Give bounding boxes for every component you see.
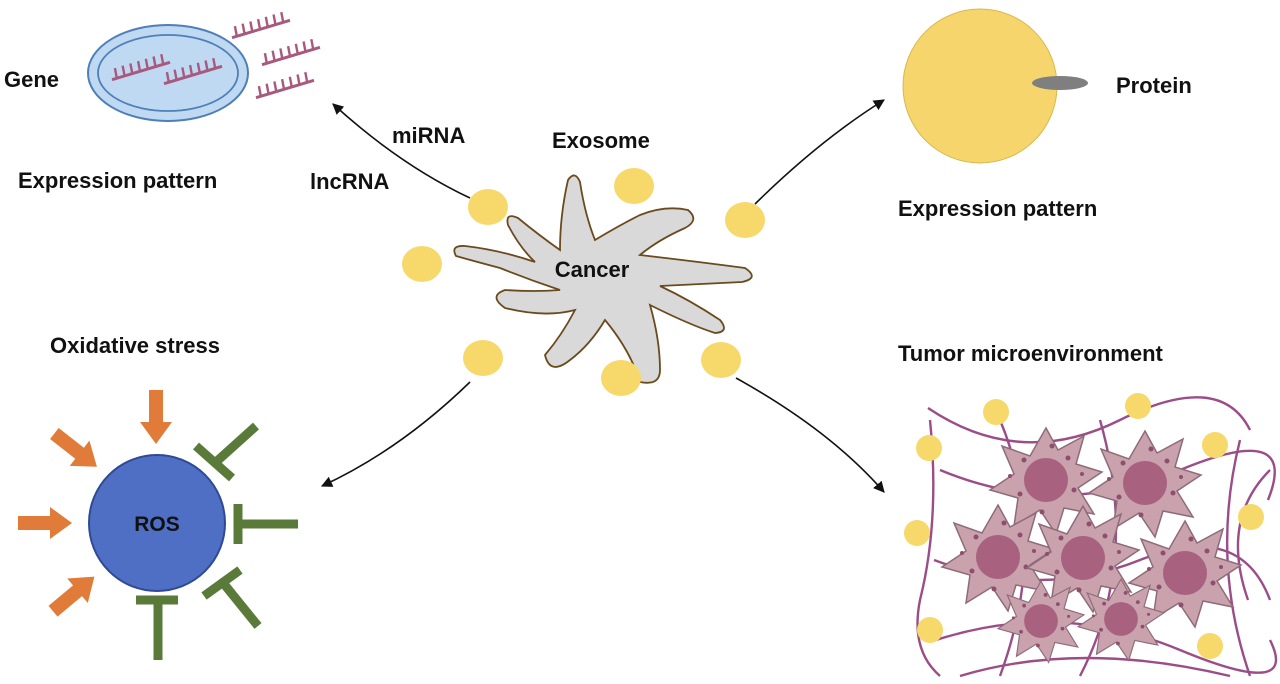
exosome-vesicles <box>402 168 765 396</box>
promote-arrow <box>48 576 95 617</box>
inhibit-bars <box>136 422 298 660</box>
protein-expression-label: Expression pattern <box>898 196 1097 221</box>
arrow-to-ros <box>320 381 471 487</box>
exosome-vesicle <box>402 246 442 282</box>
exosome-vesicle <box>468 189 508 225</box>
tme-exosome <box>904 520 930 546</box>
tme-exosome <box>1125 393 1151 419</box>
cancer-cell-icon <box>453 174 753 384</box>
tme-exosome <box>983 399 1009 425</box>
exosome-vesicle <box>701 342 741 378</box>
arrow-to-protein <box>754 99 885 205</box>
gene-label: Gene <box>4 67 59 92</box>
exosome-vesicle <box>601 360 641 396</box>
ros-label: ROS <box>134 513 180 536</box>
promote-arrows <box>18 390 172 617</box>
arrow-to-tme <box>735 377 885 493</box>
tme-exosome <box>917 617 943 643</box>
inhibit-bar <box>233 504 298 544</box>
protein-cell-icon <box>902 8 1088 164</box>
mirna-label: miRNA <box>392 123 465 148</box>
tme-exosome <box>1202 432 1228 458</box>
cancer-label: Cancer <box>555 257 630 282</box>
inhibit-bar <box>193 422 260 482</box>
exosome-vesicle <box>725 202 765 238</box>
arrow-to-gene <box>332 103 471 199</box>
inhibit-bar <box>136 595 178 660</box>
gene-expression-label: Expression pattern <box>18 168 217 193</box>
tme-label: Tumor microenvironment <box>898 341 1164 366</box>
promote-arrow <box>18 507 72 539</box>
connector-arrows <box>320 99 885 493</box>
exosome-vesicle <box>463 340 503 376</box>
exosome-label: Exosome <box>552 128 650 153</box>
exosome-vesicle <box>614 168 654 204</box>
promote-arrow <box>140 390 172 444</box>
lncrna-label: lncRNA <box>310 169 390 194</box>
promote-arrow <box>50 428 97 467</box>
tme-exosomes <box>904 393 1264 659</box>
ros-circle <box>88 454 226 592</box>
protein-label: Protein <box>1116 73 1192 98</box>
oxidative-stress-label: Oxidative stress <box>50 333 220 358</box>
tme-exosome <box>916 435 942 461</box>
inhibit-bar <box>201 566 262 629</box>
tme-exosome <box>1238 504 1264 530</box>
tme-exosome <box>1197 633 1223 659</box>
